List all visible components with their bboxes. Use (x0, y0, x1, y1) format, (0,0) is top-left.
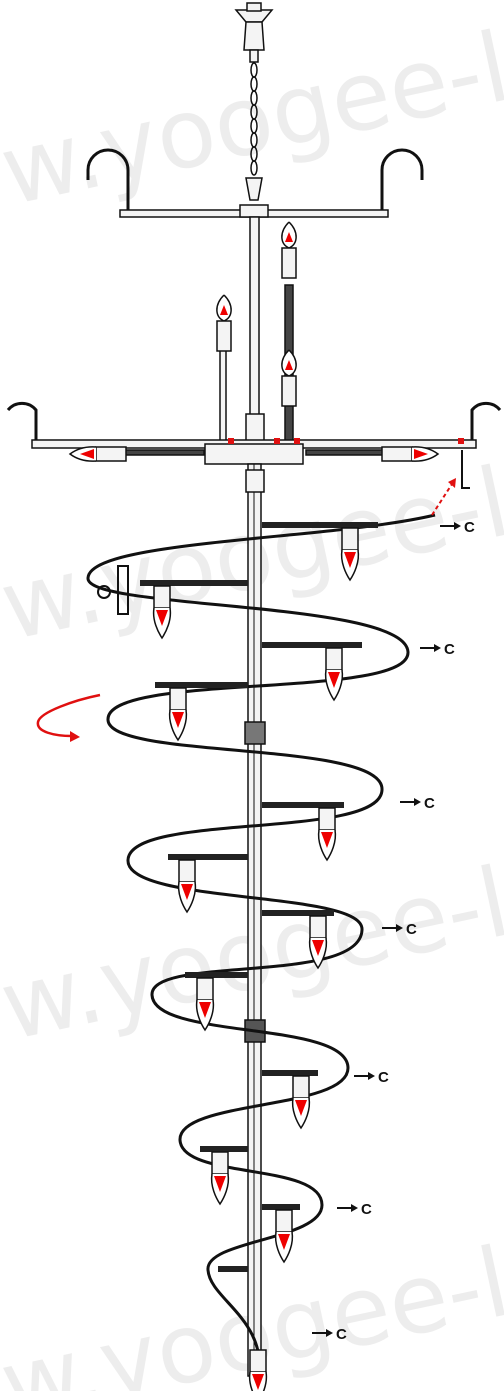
connection-label: C (382, 921, 417, 938)
ceiling-canopy (234, 2, 274, 63)
arrow-right-icon (351, 1204, 358, 1212)
spiral-arms (140, 522, 378, 1272)
candles (68, 221, 440, 1391)
connection-letter: C (361, 1201, 372, 1218)
candle-spiral (308, 915, 328, 970)
arrow-right-icon (454, 522, 461, 530)
connection-letter: C (464, 519, 475, 536)
candle-spiral (274, 1209, 294, 1264)
candle-spiral (195, 977, 215, 1032)
candle-crossbar-right (381, 446, 440, 462)
connection-label: C (400, 795, 435, 812)
candle-upper-left (216, 294, 232, 352)
rotation-arrow (36, 693, 101, 742)
arrow-right-icon (434, 644, 441, 652)
candle-spiral (248, 1349, 268, 1391)
arrow-right-icon (368, 1072, 375, 1080)
arrow-right-icon (414, 798, 421, 806)
candle-upper-right (281, 349, 297, 407)
candle-spiral (177, 859, 197, 914)
connect-arrow (431, 478, 456, 516)
candle-spiral (168, 687, 188, 742)
connection-label: C (337, 1201, 372, 1218)
candle-spiral (210, 1151, 230, 1206)
chain-hook (245, 177, 263, 201)
candle-spiral (317, 807, 337, 862)
connection-labels: C C C C C C C (312, 519, 475, 1343)
connection-label: C (312, 1326, 347, 1343)
candle-spiral (340, 527, 360, 582)
candle-spiral (324, 647, 344, 702)
hanging-chain (250, 62, 258, 176)
candle-crossbar-left (68, 446, 127, 462)
connection-label: C (440, 519, 475, 536)
connection-label: C (420, 641, 455, 658)
connection-letter: C (336, 1326, 347, 1343)
spiral-bracket (97, 565, 129, 615)
connection-label: C (354, 1069, 389, 1086)
curved-arrow-icon (36, 693, 101, 738)
connection-letter: C (378, 1069, 389, 1086)
upper-rod (245, 216, 265, 448)
candle-spiral (291, 1075, 311, 1130)
arrow-right-icon (326, 1329, 333, 1337)
arrow-right-icon (396, 924, 403, 932)
candle-spiral (152, 585, 172, 640)
candle-top (281, 221, 297, 279)
connection-letter: C (424, 795, 435, 812)
connection-letter: C (406, 921, 417, 938)
connection-letter: C (444, 641, 455, 658)
curved-arrow-head (70, 731, 80, 742)
